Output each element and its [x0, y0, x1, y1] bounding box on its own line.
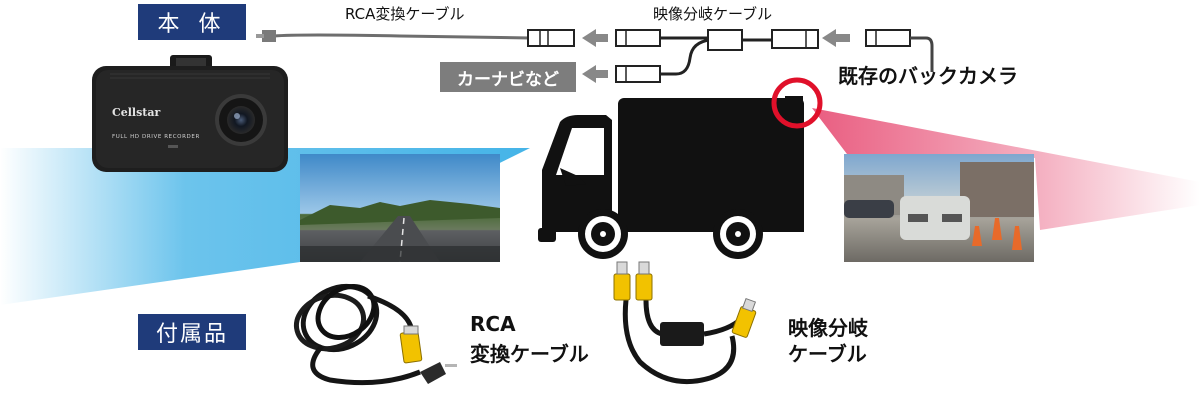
split-cable-product: [613, 261, 757, 385]
dashcam-caption-text: FULL HD DRIVE RECORDER: [112, 134, 200, 140]
split-cable-bottom-label-1: 映像分岐: [788, 316, 868, 340]
dashcam-brand-text: Cellstar: [112, 106, 161, 119]
arrow-left-2: [822, 29, 850, 47]
front-camera-photo: [300, 154, 500, 263]
accessories-tag: 付属品: [138, 314, 246, 350]
existing-camera-icon: [785, 96, 803, 104]
rca-cable-bottom-label-2: 変換ケーブル: [470, 342, 589, 366]
rear-camera-photo: [844, 154, 1034, 262]
arrow-left-3: [582, 65, 608, 83]
existing-camera-highlight-ring: [771, 77, 823, 129]
rear-camera-view-beam: [812, 108, 1200, 230]
rca-cable-product: [293, 283, 457, 386]
split-cable-top-label: 映像分岐ケーブル: [653, 5, 773, 23]
signal-arrows: [582, 29, 850, 83]
arrow-left-1: [582, 29, 608, 47]
dashcam-main-unit: Cellstar FULL HD DRIVE RECORDER: [92, 55, 288, 172]
truck-rear-wheel: [713, 209, 763, 259]
car-navi-label: カーナビなど: [440, 62, 576, 92]
split-cable-bottom-label-2: ケーブル: [788, 342, 867, 366]
dashcam-lens: [227, 106, 255, 134]
top-cable-system: [256, 29, 934, 83]
main-unit-tag: 本 体: [138, 4, 246, 40]
truck-front-wheel: [578, 209, 628, 259]
existing-camera-label: 既存のバックカメラ: [838, 64, 1018, 88]
rca-cable-bottom-label-1: RCA: [470, 312, 516, 336]
rca-cable-top-label: RCA変換ケーブル: [345, 5, 465, 23]
truck-illustration: [538, 98, 804, 259]
